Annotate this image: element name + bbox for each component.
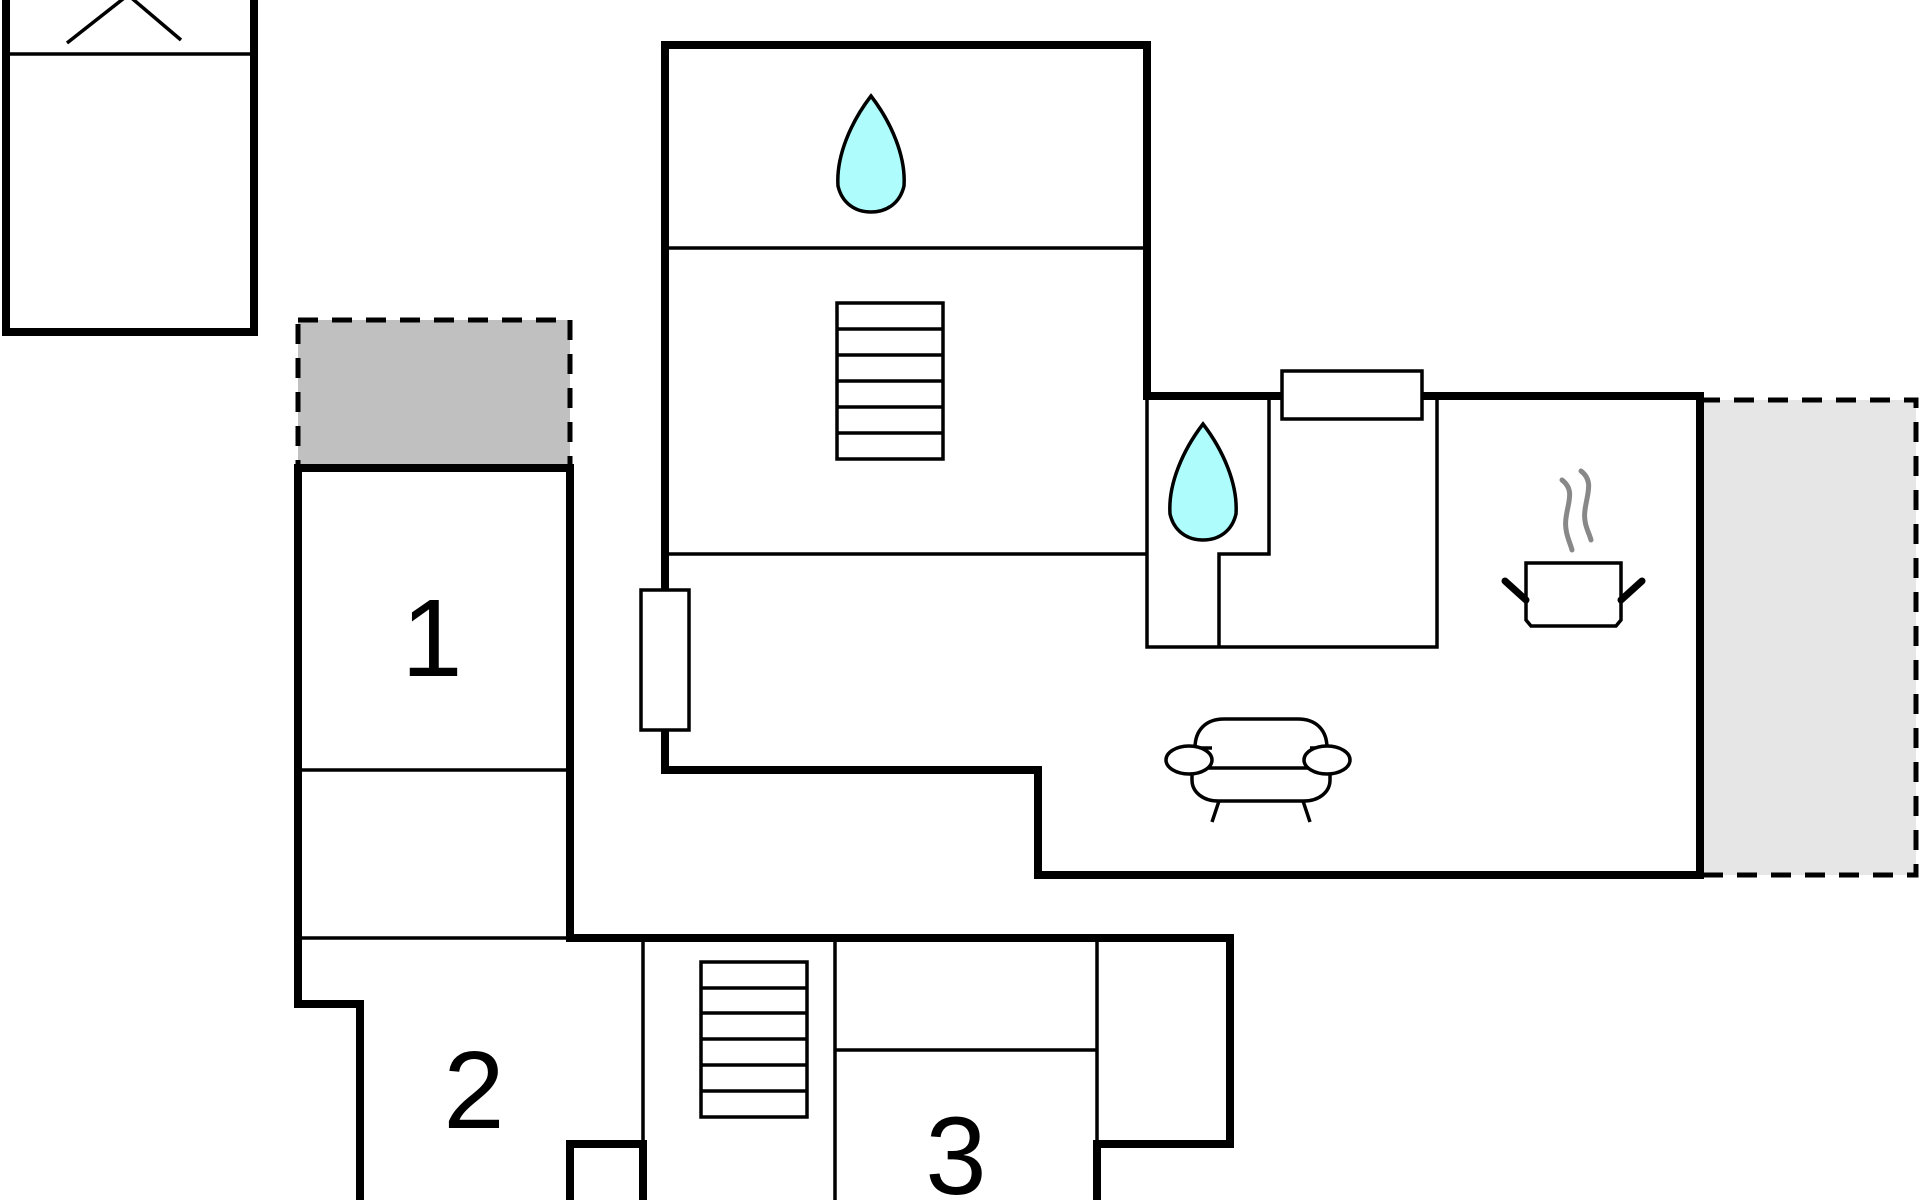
room-number-3: 3 (925, 1095, 986, 1200)
window-icon (639, 588, 691, 732)
sofa-icon (1164, 717, 1352, 823)
water-drop-icon (836, 93, 906, 214)
window-icon (1280, 369, 1424, 421)
main-wing-walls (661, 41, 1704, 879)
left-wing-walls (294, 464, 1234, 1200)
stairs-icon (699, 960, 809, 1119)
covered-terrace (295, 317, 573, 471)
cooking-pot-icon (1501, 468, 1646, 628)
room-number-1: 1 (401, 577, 462, 700)
water-drop-icon (1168, 421, 1238, 542)
open-terrace (1697, 397, 1919, 878)
room-number-2: 2 (443, 1029, 504, 1152)
bed-icon (2, 0, 258, 336)
stairs-icon (835, 301, 945, 461)
